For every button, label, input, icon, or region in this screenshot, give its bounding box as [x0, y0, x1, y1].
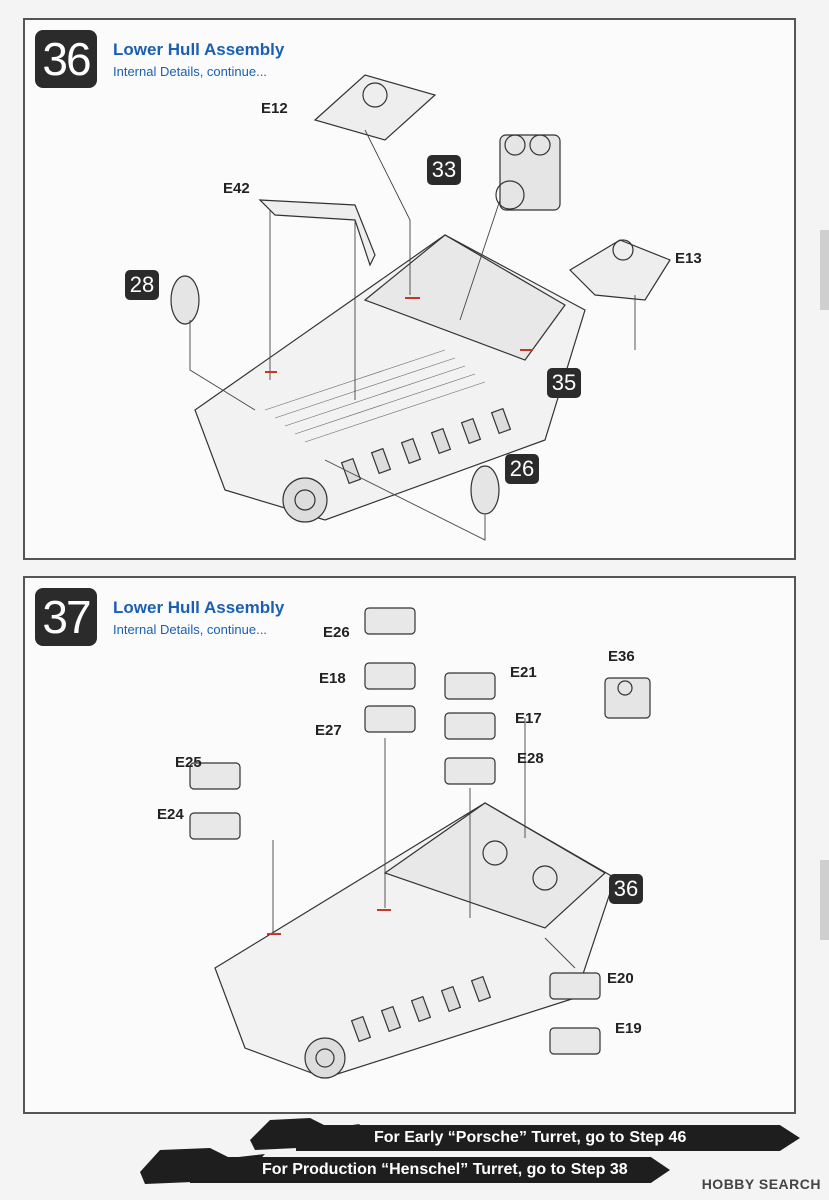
watermark: HOBBY SEARCH — [701, 1176, 821, 1192]
step-subtitle: Internal Details, continue... — [113, 64, 267, 79]
step-ref-26: 26 — [505, 454, 539, 484]
part-label-e25: E25 — [175, 754, 202, 771]
early-turret-step-link[interactable]: Step 46 — [629, 1129, 687, 1146]
step-title: Lower Hull Assembly — [113, 598, 285, 617]
step-ref-36: 36 — [609, 874, 643, 904]
early-turret-text: For Early “Porsche” Turret, go to — [374, 1129, 625, 1146]
part-label-e17: E17 — [515, 710, 542, 727]
part-label-e12: E12 — [261, 100, 288, 117]
step-37-panel: 37 Lower Hull Assembly Internal Details,… — [23, 576, 796, 1114]
step-subtitle: Internal Details, continue... — [113, 622, 267, 637]
page-edge-tab — [820, 230, 829, 310]
part-label-e28: E28 — [517, 750, 544, 767]
hull-diagram-36 — [170, 74, 671, 541]
part-label-e24: E24 — [157, 806, 184, 823]
part-label-e20: E20 — [607, 970, 634, 987]
page-edge-tab — [820, 860, 829, 940]
step-ref-28: 28 — [125, 270, 159, 300]
production-turret-step-link[interactable]: Step 38 — [570, 1161, 628, 1178]
step-number-badge: 36 — [35, 30, 97, 88]
step-ref-33: 33 — [427, 155, 461, 185]
production-turret-text: For Production “Henschel” Turret, go to — [262, 1161, 566, 1178]
part-label-e42: E42 — [223, 180, 250, 197]
part-label-e27: E27 — [315, 722, 342, 739]
hull-diagram-37 — [189, 607, 651, 1079]
step-title: Lower Hull Assembly — [113, 40, 285, 59]
step-36-panel: 36 Lower Hull Assembly Internal Details,… — [23, 18, 796, 560]
part-label-e19: E19 — [615, 1020, 642, 1037]
part-label-e36: E36 — [608, 648, 635, 665]
part-label-e26: E26 — [323, 624, 350, 641]
step-number-badge: 37 — [35, 588, 97, 646]
part-label-e13: E13 — [675, 250, 702, 267]
part-label-e21: E21 — [510, 664, 537, 681]
part-label-e18: E18 — [319, 670, 346, 687]
step-ref-35: 35 — [547, 368, 581, 398]
